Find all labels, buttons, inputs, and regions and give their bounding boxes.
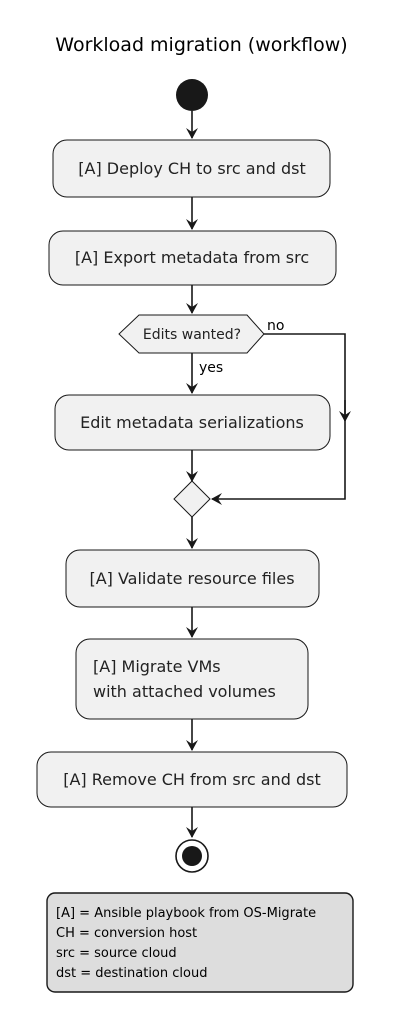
step-remove-label: [A] Remove CH from src and dst — [63, 770, 321, 789]
start-node — [176, 79, 208, 111]
legend-box — [46, 892, 354, 993]
step-edit-label: Edit metadata serializations — [80, 413, 304, 432]
step-migrate-label-line1: [A] Migrate VMs — [93, 657, 221, 676]
legend-line: [A] = Ansible playbook from OS-Migrate — [56, 906, 316, 921]
end-node-inner — [182, 846, 202, 866]
connector-no-merge — [211, 420, 346, 505]
branch-yes-label: yes — [199, 360, 223, 376]
legend-line: CH = conversion host — [56, 926, 197, 941]
step-edit-box — [54, 394, 331, 451]
step-migrate-label-line2: with attached volumes — [93, 682, 276, 701]
step-export-box — [48, 230, 337, 286]
step-deploy-label: [A] Deploy CH to src and dst — [78, 159, 305, 178]
legend-line: dst = destination cloud — [56, 966, 207, 981]
step-validate-box — [65, 549, 320, 608]
diagram-title: Workload migration (workflow) — [55, 34, 348, 56]
step-validate-label: [A] Validate resource files — [89, 569, 294, 588]
merge-diamond — [173, 480, 211, 518]
step-remove-box — [36, 751, 348, 808]
connector-no — [264, 333, 346, 420]
legend-line: src = source cloud — [56, 946, 177, 961]
step-deploy-box — [52, 139, 331, 198]
branch-no-label: no — [267, 318, 284, 334]
step-migrate-box — [75, 638, 309, 720]
decision-diamond — [118, 314, 265, 354]
step-export-label: [A] Export metadata from src — [75, 248, 309, 267]
decision-label: Edits wanted? — [143, 327, 241, 343]
